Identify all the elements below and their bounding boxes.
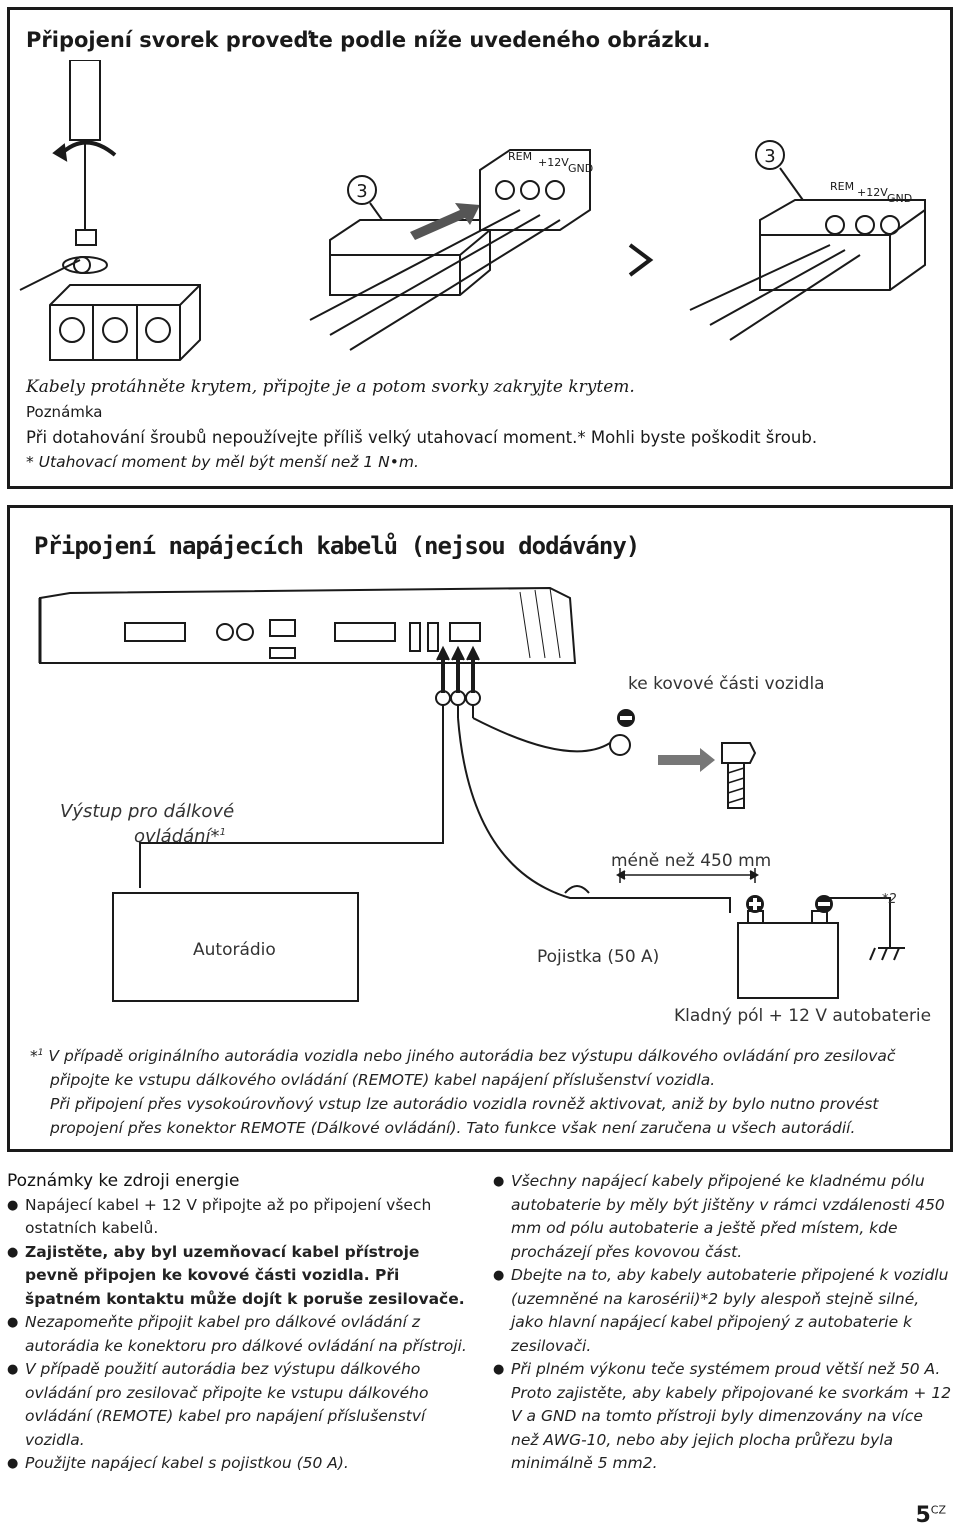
bolt-icon xyxy=(721,742,757,764)
terminal-gnd: GND xyxy=(568,162,593,175)
power-wiring-diagram xyxy=(38,586,905,1002)
terminal-12v-right: +12V xyxy=(857,186,888,199)
note-item: Dbejte na to, aby kabely autobaterie při… xyxy=(493,1264,953,1358)
arrow-to-bolt-icon xyxy=(658,748,715,772)
power-connection-section: Připojení napájecích kabelů (nejsou dodá… xyxy=(7,505,953,1152)
note-item: Všechny napájecí kabely připojené ke kla… xyxy=(493,1170,953,1264)
fuse-label: Pojistka (50 A) xyxy=(537,947,660,967)
page-number: 5CZ xyxy=(915,1503,946,1528)
positive-wire xyxy=(457,717,731,913)
step-number: 3 xyxy=(356,181,367,202)
fuse-icon xyxy=(564,885,590,894)
footnote-line-4: propojení přes konektor REMOTE (Dálkové … xyxy=(50,1119,856,1138)
notes-right-column: Všechny napájecí kabely připojené ke kla… xyxy=(493,1170,953,1476)
footnote-line-1: *1 V případě originálního autorádia vozi… xyxy=(30,1047,896,1066)
section-title: Připojení napájecích kabelů (nejsou dodá… xyxy=(34,532,640,560)
terminal-connection-section: Připojení svorek proveďte podle níže uve… xyxy=(7,7,953,489)
to-metal-label: ke kovové části vozidla xyxy=(628,674,825,694)
amplifier-unit xyxy=(39,586,577,664)
note-footnote: * Utahovací moment by měl být menší než … xyxy=(26,453,419,471)
footnote-line-3: Při připojení přes vysokoúrovňový vstup … xyxy=(50,1095,879,1114)
note-item: Použijte napájecí kabel s pojistkou (50 … xyxy=(7,1452,477,1476)
notes-left-column: Poznámky ke zdroji energie Napájecí kabe… xyxy=(7,1170,477,1476)
battery-label: Kladný pól + 12 V autobaterie xyxy=(674,1006,932,1026)
notes-title: Poznámky ke zdroji energie xyxy=(7,1171,240,1191)
car-radio-label: Autorádio xyxy=(193,940,276,960)
result-arrow-icon xyxy=(628,243,654,277)
step-number-right: 3 xyxy=(764,146,775,167)
terminal-rem-right: REM xyxy=(830,180,854,193)
rotate-arrow-icon xyxy=(52,143,68,162)
insert-arrow-icon xyxy=(410,203,480,240)
remote-wire xyxy=(139,718,444,888)
marker-2: *2 xyxy=(882,892,897,907)
section-title: Připojení svorek proveďte podle níže uve… xyxy=(26,28,711,52)
step-3-badge-right xyxy=(755,140,785,170)
ground-symbol-icon xyxy=(869,947,905,961)
remote-output-label-2: ovládání*1 xyxy=(134,826,226,847)
note-item: Nezapomeňte připojit kabel pro dálkové o… xyxy=(7,1311,477,1358)
note-item: V případě použití autorádia bez výstupu … xyxy=(7,1358,477,1452)
remote-output-label-1: Výstup pro dálkové xyxy=(60,801,235,822)
note-text: Při dotahování šroubů nepoužívejte příli… xyxy=(26,428,818,447)
terminal-rem: REM xyxy=(508,150,532,163)
note-item: Zajistěte, aby byl uzemňovací kabel přís… xyxy=(7,1241,477,1312)
ground-wire xyxy=(472,717,611,753)
footnote-line-2: připojte ke vstupu dálkového ovládání (R… xyxy=(50,1071,716,1090)
note-item: Napájecí kabel + 12 V připojte až po při… xyxy=(7,1194,477,1241)
terminal-12v: +12V xyxy=(538,156,569,169)
car-radio-box xyxy=(112,892,359,1002)
terminal-connection-illustration: REM +12V GND REM +12V GND 3 3 xyxy=(19,60,926,361)
terminal-gnd-right: GND xyxy=(887,192,912,205)
battery-box xyxy=(737,922,839,999)
step-3-badge xyxy=(347,175,377,205)
distance-label: méně než 450 mm xyxy=(611,851,772,871)
caption: Kabely protáhněte krytem, připojte je a … xyxy=(26,377,635,397)
footnote-block: *1 V případě originálního autorádia vozi… xyxy=(30,1041,930,1140)
note-label: Poznámka xyxy=(26,403,103,421)
note-item: Při plném výkonu teče systémem proud vět… xyxy=(493,1358,953,1476)
screwdriver-handle xyxy=(69,60,101,141)
